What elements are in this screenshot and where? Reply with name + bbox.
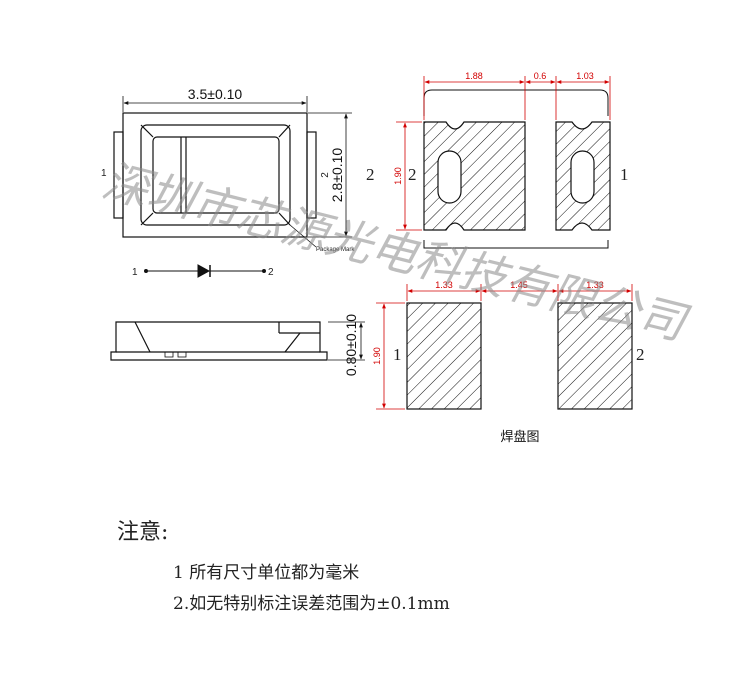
pad-view-top (396, 76, 611, 249)
reflector-inner (152, 136, 280, 214)
top-pin-label-left: 1 (101, 168, 107, 179)
package-mark-label: Package Mark (316, 247, 355, 253)
note-item-2: 2.如无特别标注误差范围为±0.1mm (173, 594, 450, 614)
pad-top-pin-left: 2 (366, 165, 375, 184)
pad-left-slot (437, 150, 462, 204)
top-width-dimension: 3.5±0.10 (188, 86, 243, 102)
pad-top-dim-a: 1.88 (465, 71, 483, 81)
top-view (113, 96, 352, 248)
notes-title: 注意: (117, 520, 169, 545)
diode-symbol (144, 264, 266, 278)
footprint-pad-right (557, 302, 633, 410)
notes-section: 注意: 1 所有尺寸单位都为毫米 2.如无特别标注误差范围为±0.1mm (117, 514, 450, 620)
pad-bottom-dim-a: 1.33 (435, 280, 453, 290)
symbol-pin-left: 1 (132, 267, 138, 278)
reflector-outer (140, 124, 291, 226)
top-height-dimension: 2.8±0.10 (329, 148, 345, 203)
footprint-caption: 焊盘图 (500, 429, 539, 445)
pad-top-pin-left-inner: 2 (408, 165, 417, 184)
terminal-left (113, 131, 124, 219)
side-view (110, 321, 365, 361)
side-thickness-dimension: 0.80±0.10 (343, 314, 359, 376)
pad-bottom-dim-b: 1.45 (510, 280, 528, 290)
pad-bottom-pin-right: 2 (636, 345, 645, 364)
pad-bottom-dim-c: 1.33 (586, 280, 604, 290)
pad-right-slot (570, 150, 595, 204)
pad-bottom-pin-left: 1 (393, 345, 402, 364)
footprint-pad-left (406, 302, 482, 410)
diode-triangle-icon (197, 264, 211, 278)
pad-top-pin-right: 1 (620, 165, 629, 184)
pad-bottom-height-dim: 1.90 (372, 347, 382, 365)
pad-top-height-dim: 1.90 (393, 167, 403, 185)
pad-top-dim-c: 1.03 (576, 71, 594, 81)
side-view-outline (110, 321, 328, 361)
note-item-1: 1 所有尺寸单位都为毫米 (173, 563, 360, 583)
pad-view-bottom (376, 284, 633, 410)
terminal-right (306, 131, 317, 219)
top-pin-label-right: 2 (320, 172, 331, 178)
pad-top-dim-b: 0.6 (534, 71, 547, 81)
symbol-pin-right: 2 (268, 267, 274, 278)
